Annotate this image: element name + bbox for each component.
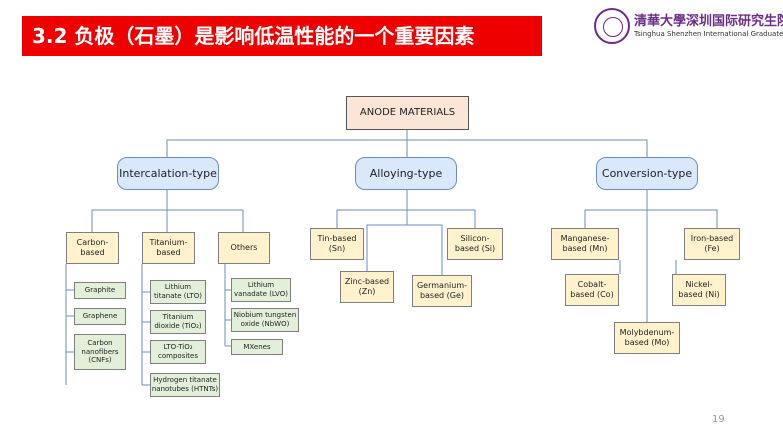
zinc-based-label: Zinc-based (Zn): [344, 277, 390, 296]
carbon-based-label: Carbon- based: [76, 238, 109, 257]
page-number: 19: [712, 414, 725, 425]
others-label: Others: [230, 243, 258, 252]
anode-materials-box: ANODE MATERIALS: [346, 96, 469, 130]
conversion-type-label: Conversion-type: [601, 166, 693, 180]
intercalation-type-label: Intercalation-type: [119, 166, 217, 180]
titanium-based-box: Titanium- based: [142, 232, 195, 264]
nickel-based-label: Nickel- based (Ni): [678, 280, 720, 299]
lto-tio2-composites-label: LTO-TiO₂ composites: [158, 343, 198, 360]
germanium-based-box: Germanium- based (Ge): [412, 275, 472, 307]
university-name-cn: 清華大學深圳国际研究生院: [634, 14, 783, 29]
graphite-label: Graphite: [84, 286, 116, 295]
lithium-titanate-label: Lithium titanate (LTO): [154, 283, 202, 300]
germanium-based-label: Germanium- based (Ge): [416, 281, 467, 300]
lto-tio2-composites-box: LTO-TiO₂ composites: [150, 340, 206, 364]
graphite-box: Graphite: [74, 282, 126, 299]
graphene-box: Graphene: [74, 308, 126, 325]
silicon-based-label: Silicon- based (Si): [454, 234, 496, 253]
cobalt-based-box: Cobalt- based (Co): [565, 274, 619, 306]
hydrogen-titanate-nanotubes-label: Hydrogen titanate nanotubes (HTNTs): [151, 376, 219, 393]
titanium-dioxide-label: Titanium dioxide (TiO₂): [154, 313, 202, 330]
intercalation-type-box: Intercalation-type: [117, 157, 219, 190]
tin-based-label: Tin-based (Sn): [317, 234, 357, 253]
niobium-tungsten-oxide-box: Niobium tungsten oxide (NbWO): [231, 308, 299, 332]
mxenes-label: MXenes: [243, 342, 271, 351]
university-name-en: Tsinghua Shenzhen International Graduate…: [634, 30, 783, 38]
tin-based-box: Tin-based (Sn): [310, 228, 364, 260]
alloying-type-box: Alloying-type: [355, 157, 457, 190]
graphene-label: Graphene: [82, 312, 118, 321]
niobium-tungsten-oxide-label: Niobium tungsten oxide (NbWO): [233, 311, 297, 328]
others-box: Others: [218, 232, 270, 264]
silicon-based-box: Silicon- based (Si): [447, 228, 503, 260]
university-logo: 清華大學深圳国际研究生院 Tsinghua Shenzhen Internati…: [594, 8, 783, 48]
mxenes-box: MXenes: [231, 339, 283, 355]
hydrogen-titanate-nanotubes-box: Hydrogen titanate nanotubes (HTNTs): [150, 373, 220, 397]
manganese-based-label: Manganese- based (Mn): [560, 234, 610, 253]
iron-based-label: Iron-based (Fe): [690, 234, 734, 253]
alloying-type-label: Alloying-type: [369, 166, 443, 180]
nickel-based-box: Nickel- based (Ni): [672, 274, 726, 306]
titanium-based-label: Titanium- based: [149, 238, 188, 257]
lithium-titanate-box: Lithium titanate (LTO): [150, 280, 206, 304]
slide-title: 3.2 负极（石墨）是影响低温性能的一个重要因素: [22, 16, 542, 56]
conversion-type-box: Conversion-type: [596, 157, 698, 190]
lithium-vanadate-label: Lithium vanadate (LVO): [234, 281, 288, 298]
carbon-nanofibers-label: Carbon nanofibers (CNFs): [81, 338, 119, 365]
titanium-dioxide-box: Titanium dioxide (TiO₂): [150, 310, 206, 334]
iron-based-box: Iron-based (Fe): [684, 228, 740, 260]
manganese-based-box: Manganese- based (Mn): [551, 228, 619, 260]
carbon-nanofibers-box: Carbon nanofibers (CNFs): [74, 334, 126, 370]
university-seal-icon: [594, 8, 630, 44]
anode-materials-label: ANODE MATERIALS: [359, 106, 456, 118]
zinc-based-box: Zinc-based (Zn): [340, 271, 394, 303]
carbon-based-box: Carbon- based: [66, 232, 119, 264]
molybdenum-based-box: Molybdenum- based (Mo): [614, 322, 680, 354]
cobalt-based-label: Cobalt- based (Co): [570, 280, 614, 299]
molybdenum-based-label: Molybdenum- based (Mo): [619, 328, 675, 347]
lithium-vanadate-box: Lithium vanadate (LVO): [231, 278, 291, 302]
